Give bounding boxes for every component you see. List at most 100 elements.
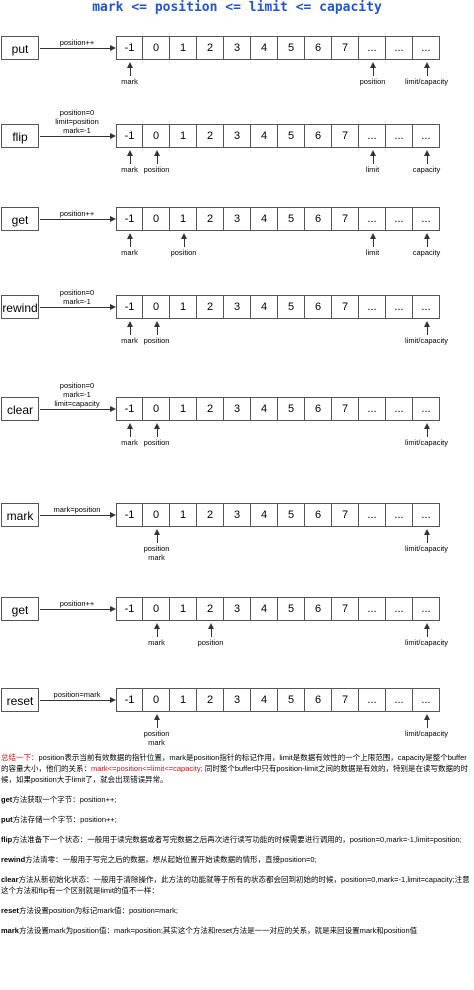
pointer-label-line: limit — [365, 248, 380, 257]
buffer-cell: -1 — [116, 397, 143, 421]
pointer-label-line: limit/capacity — [405, 638, 448, 647]
op-arrow-line — [40, 219, 114, 220]
pointer-label: limit — [343, 248, 403, 257]
buffer-cell: 7 — [332, 397, 359, 421]
op-arrow-head — [110, 512, 116, 518]
buffer-cell: 6 — [305, 688, 332, 712]
buffer-cell: ... — [359, 124, 386, 148]
pointer-line — [129, 66, 131, 76]
pointer-label-line: limit/capacity — [405, 544, 448, 553]
diagram-title: mark <= position <= limit <= capacity — [92, 0, 382, 15]
buffer-cell: 1 — [170, 36, 197, 60]
op-box: flip — [1, 124, 39, 148]
op-arrow-head — [110, 133, 116, 139]
op-box: get — [1, 597, 39, 621]
pointer-label: position — [154, 248, 214, 257]
buffer-cell: ... — [386, 207, 413, 231]
pointer-arrow-head — [423, 623, 430, 629]
op-arrow-head — [110, 304, 116, 310]
op-arrow-label-line: mark=-1 — [63, 297, 91, 306]
summary-relation: mark<=position<=limit<=capacity; — [91, 764, 203, 773]
pointer-arrow-head — [153, 529, 160, 535]
pointer-label: capacity — [397, 165, 457, 174]
buffer-cell: ... — [386, 397, 413, 421]
buffer-cell: ... — [413, 397, 440, 421]
pointer-label-line: capacity — [412, 165, 441, 174]
buffer-cell: 6 — [305, 397, 332, 421]
buffer-cell: 1 — [170, 397, 197, 421]
pointer-label-line: position — [359, 77, 386, 86]
buffer-cell: 1 — [170, 597, 197, 621]
buffer-cell: 7 — [332, 688, 359, 712]
pointer-arrow-head — [153, 714, 160, 720]
note-reset-text: 方法设置position为标记mark值：position=mark; — [18, 906, 178, 915]
note-reset-name: reset — [1, 906, 19, 915]
op-box: mark — [1, 503, 39, 527]
pointer-label: mark — [100, 248, 160, 257]
op-arrow-line — [40, 700, 114, 701]
buffer-cell: 5 — [278, 688, 305, 712]
pointer-arrow-head — [153, 423, 160, 429]
pointer-line — [129, 427, 131, 437]
op-arrow-label: position++ — [40, 599, 114, 608]
pointer-line — [426, 325, 428, 335]
buffer-cell: 0 — [143, 397, 170, 421]
pointer-line — [129, 154, 131, 164]
pointer-label: limit/capacity — [397, 729, 457, 738]
pointer-arrow-head — [126, 62, 133, 68]
pointer-label-line: position — [143, 336, 170, 345]
pointer-arrow-head — [153, 623, 160, 629]
op-arrow-label-line: position++ — [59, 38, 95, 47]
summary-text: position表示当前有效数据的指针位置，mark是position指针的标记… — [1, 753, 467, 773]
pointer-label-line: position — [143, 165, 170, 174]
buffer-cell: 4 — [251, 295, 278, 319]
pointer-label-line: mark — [121, 165, 138, 174]
pointer-line — [426, 533, 428, 543]
pointer-line — [129, 237, 131, 247]
buffer-cell: 7 — [332, 124, 359, 148]
buffer-cell: 2 — [197, 295, 224, 319]
pointer-line — [156, 533, 158, 543]
buffer-cell: 0 — [143, 295, 170, 319]
pointer-label-line: limit — [365, 165, 380, 174]
pointer-label: position — [127, 336, 187, 345]
buffer-cell: 2 — [197, 36, 224, 60]
pointer-arrow-head — [153, 150, 160, 156]
op-arrow-line — [40, 307, 114, 308]
buffer-cell: 2 — [197, 124, 224, 148]
note-get: get方法获取一个字节：position++; — [1, 794, 471, 805]
buffer-cell: 5 — [278, 124, 305, 148]
pointer-label-line: position — [143, 729, 170, 738]
buffer-cell: ... — [359, 397, 386, 421]
buffer-cell: ... — [386, 295, 413, 319]
pointer-line — [156, 718, 158, 728]
note-clear: clear方法从新初始化状态：一般用于清除操作，此方法的功能就等于所有的状态都会… — [1, 874, 471, 896]
note-clear-name: clear — [1, 875, 19, 884]
pointer-label-line: position — [197, 638, 224, 647]
buffer-cell: 5 — [278, 597, 305, 621]
note-mark-name: mark — [1, 926, 19, 935]
buffer-cell: 4 — [251, 688, 278, 712]
op-arrow-head — [110, 216, 116, 222]
summary-paragraph: 总结一下：position表示当前有效数据的指针位置，mark是position… — [1, 752, 471, 785]
buffer-cell: 0 — [143, 688, 170, 712]
buffer-cell: ... — [413, 207, 440, 231]
note-get-name: get — [1, 795, 13, 804]
pointer-arrow-head — [180, 233, 187, 239]
pointer-label: capacity — [397, 248, 457, 257]
pointer-label-line: position — [143, 438, 170, 447]
pointer-line — [426, 627, 428, 637]
pointer-arrow-head — [423, 321, 430, 327]
pointer-label-line: mark — [148, 553, 165, 562]
op-arrow-label: mark=position — [40, 505, 114, 514]
pointer-arrow-head — [126, 150, 133, 156]
note-put-name: put — [1, 815, 13, 824]
buffer-cell: 4 — [251, 36, 278, 60]
summary-label: 总结一下： — [1, 753, 39, 762]
buffer-cell: 1 — [170, 688, 197, 712]
op-arrow-line — [40, 48, 114, 49]
